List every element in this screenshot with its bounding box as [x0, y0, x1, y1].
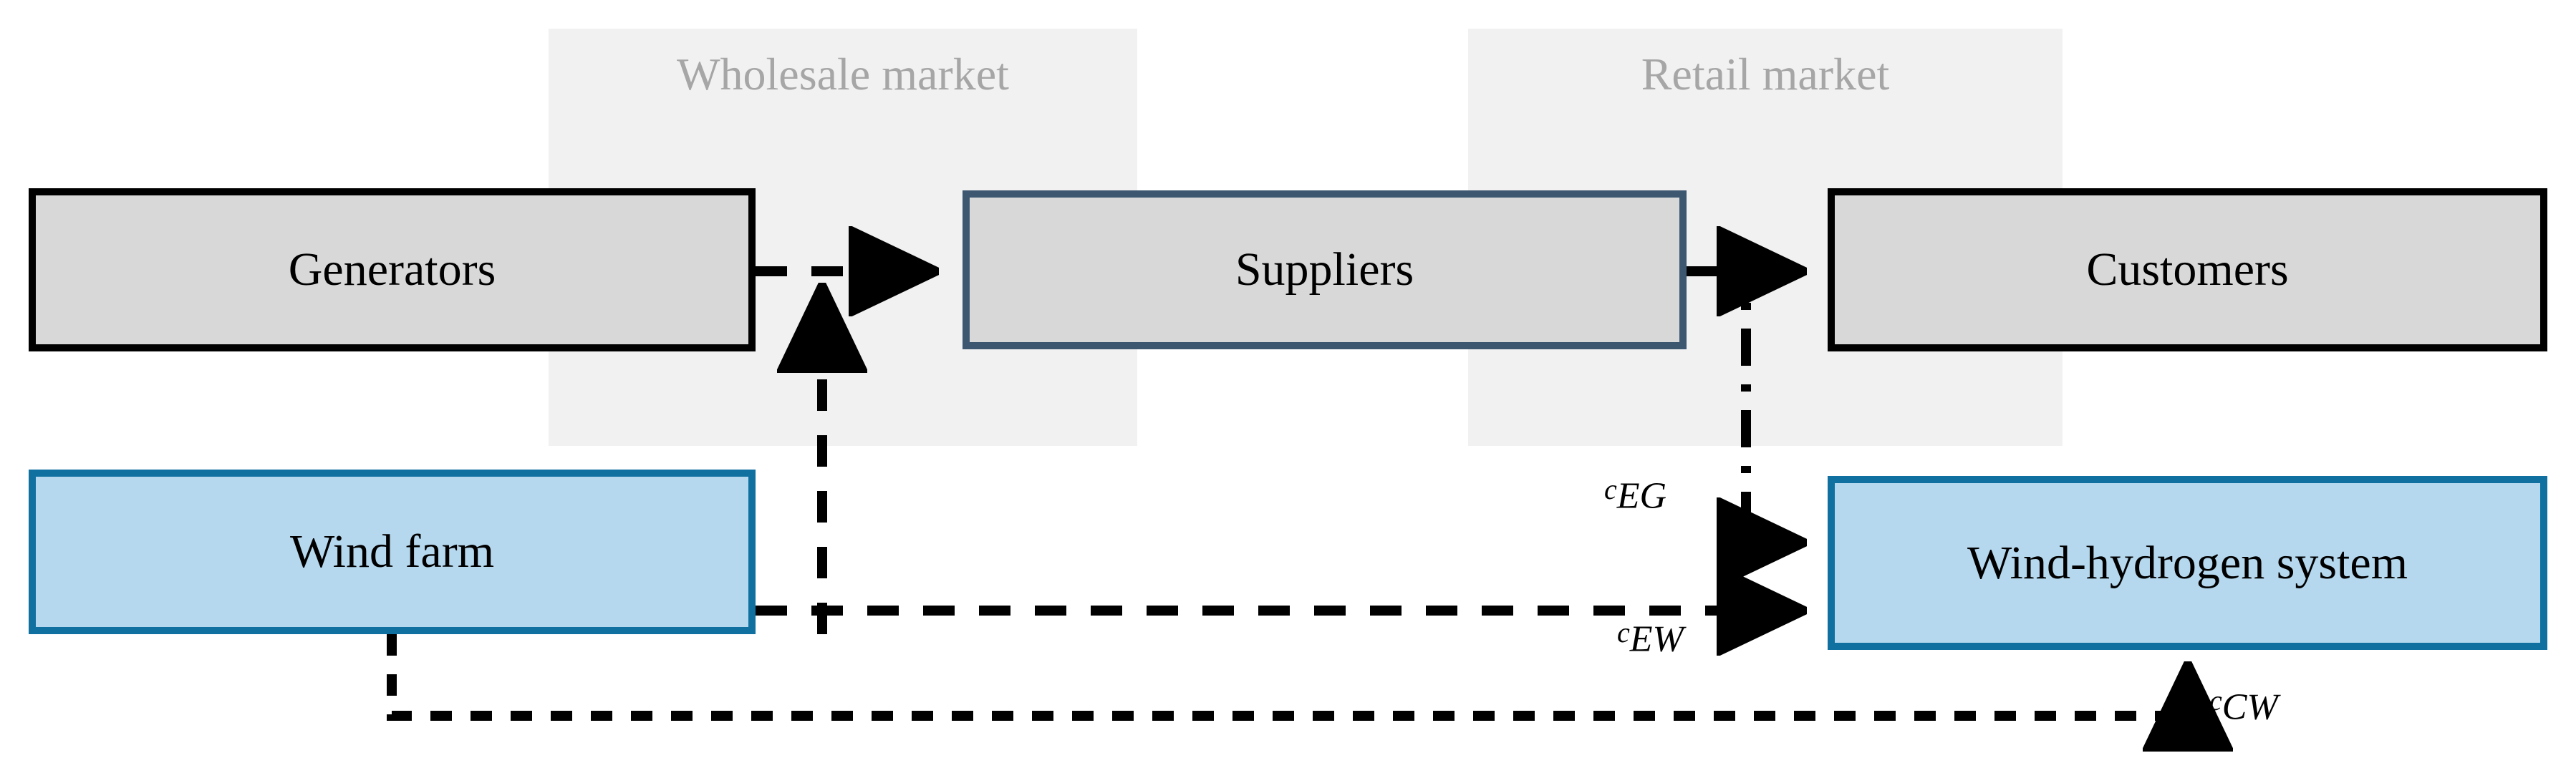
node-wind-farm[interactable]: Wind farm — [29, 470, 756, 634]
node-suppliers-label: Suppliers — [1235, 243, 1414, 296]
cost-label-c-cw-sub: CW — [2222, 686, 2278, 728]
flow-retail-to-wind-hydrogen — [1746, 247, 1799, 543]
flow-wind-farm-curtailment — [387, 634, 2188, 716]
cost-label-c-eg-sub: EG — [1616, 475, 1667, 517]
node-customers[interactable]: Customers — [1828, 188, 2547, 351]
cost-label-c-ew: cEW — [1617, 616, 1684, 658]
cost-label-c-cw-base: c — [2209, 684, 2222, 716]
node-generators-label: Generators — [288, 243, 496, 296]
wholesale-market-label: Wholesale market — [677, 49, 1009, 99]
cost-label-c-eg-base: c — [1604, 473, 1617, 505]
node-suppliers[interactable]: Suppliers — [963, 190, 1687, 349]
node-wind-hydrogen-system[interactable]: Wind-hydrogen system — [1828, 476, 2547, 650]
cost-label-c-ew-base: c — [1617, 616, 1630, 648]
node-wind-hydrogen-system-label: Wind-hydrogen system — [1967, 536, 2408, 589]
cost-label-c-cw: cCW — [2209, 684, 2278, 726]
node-generators[interactable]: Generators — [29, 188, 756, 351]
node-customers-label: Customers — [2086, 243, 2289, 296]
retail-market-label: Retail market — [1641, 49, 1890, 99]
cost-label-c-eg: cEG — [1604, 472, 1666, 515]
cost-label-c-ew-sub: EW — [1629, 618, 1684, 660]
node-wind-farm-label: Wind farm — [289, 525, 495, 578]
